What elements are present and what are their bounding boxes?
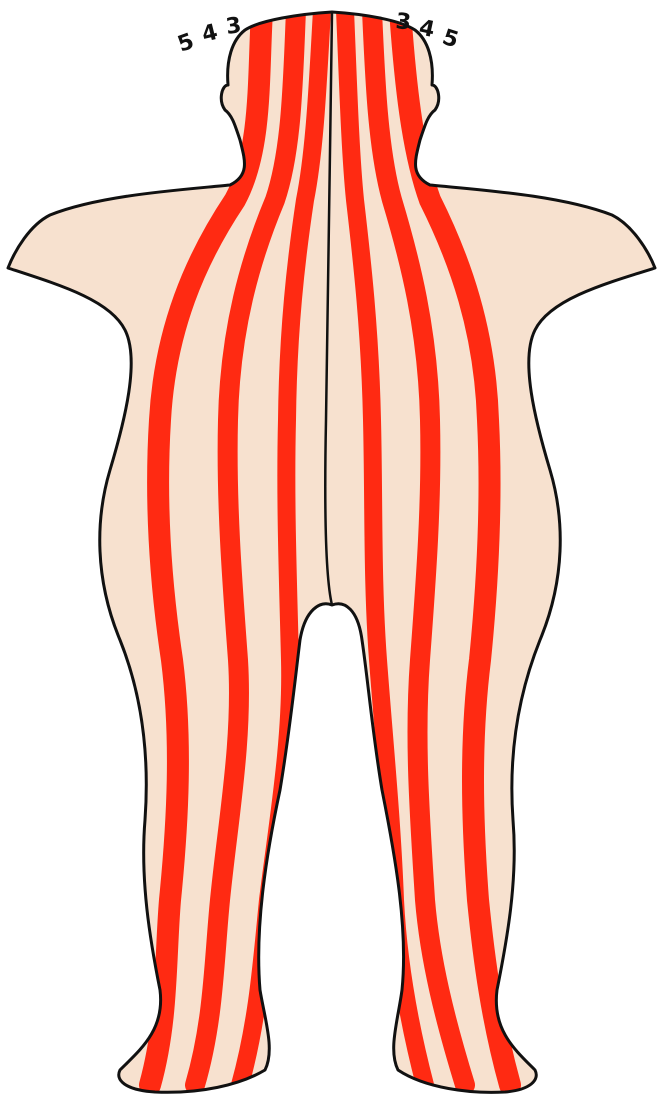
zone-label-left-4: 4: [199, 20, 220, 48]
zone-label-right-5: 5: [439, 25, 461, 54]
body-silhouette: [8, 12, 655, 1092]
zone-label-right-4: 4: [417, 15, 437, 43]
zone-label-right-3: 3: [394, 9, 412, 35]
zone-label-left-3: 3: [224, 13, 243, 40]
zone-label-left-5: 5: [175, 29, 198, 58]
